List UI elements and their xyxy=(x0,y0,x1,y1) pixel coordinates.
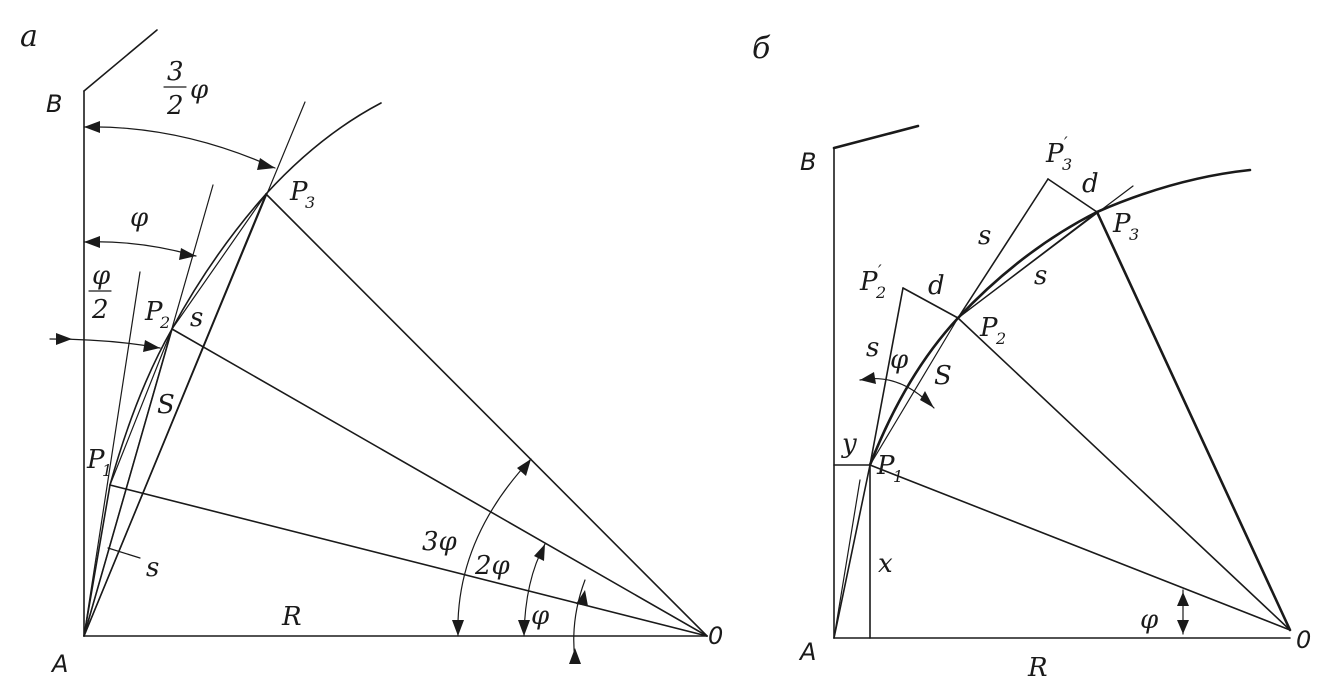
label-3phi: 3φ xyxy=(422,527,458,557)
arrowhead xyxy=(517,459,531,476)
label-s-low: s xyxy=(146,553,159,583)
label-P2: P xyxy=(144,297,163,327)
ray-three-half-phi xyxy=(83,101,306,637)
label-frac-phi: φ xyxy=(190,75,209,105)
label-S-mid: S xyxy=(934,361,952,391)
label-P3prime: P xyxy=(1045,139,1064,169)
arrowhead xyxy=(1177,592,1189,606)
arrowhead xyxy=(452,620,464,636)
radius-OP2 xyxy=(957,317,1291,631)
segment-P2-P3prime xyxy=(957,178,1049,319)
label-P2prime: P xyxy=(859,267,878,297)
trajectory-arc xyxy=(109,102,382,486)
label-O: 0 xyxy=(708,622,723,650)
label-P2: P xyxy=(979,313,998,343)
label-x: x xyxy=(878,549,893,579)
radius-OP1 xyxy=(869,464,1291,631)
arrowhead xyxy=(179,248,196,260)
segment-P2prime-P2 xyxy=(902,287,959,319)
arrowhead xyxy=(534,544,545,561)
label-R: R xyxy=(1027,653,1048,683)
angle-arc-3phi xyxy=(457,458,532,637)
label-P3-sub: 3 xyxy=(1129,225,1139,244)
trajectory-arc xyxy=(868,168,1252,467)
label-B: B xyxy=(800,148,816,176)
label-P3: P xyxy=(289,177,308,207)
radius-OP3 xyxy=(1095,210,1292,632)
arrowhead xyxy=(143,340,160,352)
chord-AP1 xyxy=(833,464,871,639)
label-P2-sub: 2 xyxy=(995,329,1006,348)
arrowhead xyxy=(1177,620,1189,634)
label-phi-top: φ xyxy=(130,203,149,233)
arrowhead xyxy=(257,158,275,170)
segment-P1-P2prime xyxy=(869,287,904,466)
arrowhead xyxy=(84,236,100,248)
arrowhead xyxy=(576,590,588,606)
label-P1: P xyxy=(86,445,105,475)
ray-phi xyxy=(83,184,214,637)
chord-P1P2 xyxy=(109,328,173,486)
arrowhead xyxy=(518,620,530,636)
label-s-upper-right: s xyxy=(1034,261,1047,291)
label-P3: P xyxy=(1112,209,1131,239)
angle-arc-phi xyxy=(83,241,197,257)
label-P2prime-mark: ′ xyxy=(878,261,882,280)
label-P1: P xyxy=(876,451,895,481)
label-phi: φ xyxy=(890,345,909,375)
label-P1-sub: 1 xyxy=(893,467,903,486)
arrowhead xyxy=(56,333,72,345)
label-phi-right: φ xyxy=(531,601,550,631)
arrowhead xyxy=(920,391,934,408)
label-P3-sub: 3 xyxy=(305,193,315,212)
label-A: A xyxy=(50,650,68,678)
segment-P3prime-P3 xyxy=(1047,178,1098,213)
wall-tick xyxy=(83,29,158,92)
tangent-extension xyxy=(957,185,1134,319)
label-P3prime-sub: 3 xyxy=(1062,155,1072,174)
label-P2prime-sub: 2 xyxy=(875,283,886,302)
leader-s xyxy=(107,547,141,559)
panel-a: a xyxy=(20,19,723,678)
label-phi-bottom: φ xyxy=(1140,605,1159,635)
angle-arc-3half-phi xyxy=(83,126,276,169)
label-frac-3-num: 3 xyxy=(167,57,184,87)
label-B: B xyxy=(46,90,62,118)
radius-OP1 xyxy=(109,484,708,637)
label-frac-2-den: 2 xyxy=(166,91,184,121)
panel-a-tag: a xyxy=(20,19,38,54)
ray-half-phi xyxy=(83,271,141,637)
label-s-top: s xyxy=(190,303,203,333)
wall-tick xyxy=(832,124,920,150)
label-s-left: s xyxy=(866,333,879,363)
label-P2-sub: 2 xyxy=(159,313,170,332)
label-frac-2: 2 xyxy=(91,295,109,325)
radius-OP2 xyxy=(171,328,708,637)
label-frac-phi-num: φ xyxy=(92,261,111,291)
chord-P2P3 xyxy=(171,193,267,330)
label-2phi: 2φ xyxy=(474,551,511,581)
label-s-mid: S xyxy=(157,390,175,420)
label-O: 0 xyxy=(1296,626,1311,654)
label-d-lower: d xyxy=(928,271,945,301)
arrowhead xyxy=(569,648,581,664)
radius-OP3 xyxy=(265,193,708,637)
panel-b: б B A 0 xyxy=(752,31,1311,683)
arrowhead xyxy=(84,121,100,133)
chord-AP1-inner xyxy=(833,479,861,639)
label-y: y xyxy=(841,429,857,459)
arrowhead xyxy=(860,372,876,384)
label-A: A xyxy=(798,638,816,666)
label-P3prime-mark: ′ xyxy=(1064,133,1068,152)
panel-b-tag: б xyxy=(752,31,771,66)
label-P1-sub: 1 xyxy=(102,461,112,480)
label-s-upper-left: s xyxy=(978,221,991,251)
label-d-upper: d xyxy=(1082,169,1099,199)
label-R: R xyxy=(281,602,302,632)
angle-arc-phi-bottom xyxy=(573,579,586,661)
